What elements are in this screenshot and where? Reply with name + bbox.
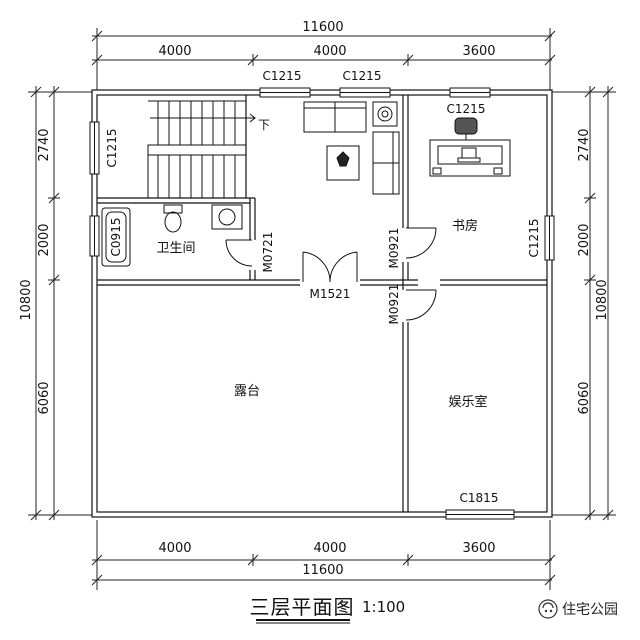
dim-bottom-total: 11600: [302, 563, 343, 578]
code-bath-window: C0915: [109, 218, 123, 257]
code-study-window-right: C1215: [527, 219, 541, 258]
dimension-lines: [28, 28, 616, 590]
walls: [91, 89, 553, 518]
dim-top-total: 11600: [302, 20, 343, 35]
code-main-door: M1521: [310, 287, 351, 301]
code-study-window-top: C1215: [447, 102, 486, 116]
dim-bottom-seg-1: 4000: [158, 541, 191, 556]
dim-left-seg-1: 2740: [37, 128, 52, 161]
code-ent-window-bottom: C1815: [460, 491, 499, 505]
study-desk: [429, 117, 511, 177]
dim-left-seg-2: 2000: [37, 223, 52, 256]
code-bath-door: M0721: [261, 232, 275, 273]
dim-bottom-seg-2: 4000: [313, 541, 346, 556]
living-furniture: [303, 101, 400, 195]
dim-right-seg-2: 2000: [577, 223, 592, 256]
room-bathroom: 卫生间: [156, 241, 195, 256]
room-entertainment: 娱乐室: [448, 394, 487, 410]
plan-scale: 1:100: [362, 598, 405, 616]
staircase: [147, 100, 256, 198]
code-top-window-1: C1215: [263, 69, 302, 83]
dim-left-seg-3: 6060: [37, 381, 52, 414]
room-study: 书房: [452, 218, 478, 234]
room-terrace: 露台: [234, 384, 260, 399]
dim-right-total: 10800: [595, 279, 610, 320]
code-study-door: M0921: [387, 228, 401, 269]
stair-down-label: 下: [258, 118, 270, 132]
dim-right-seg-1: 2740: [577, 128, 592, 161]
dim-top-seg-1: 4000: [158, 44, 191, 59]
dim-top-seg-2: 4000: [313, 44, 346, 59]
wechat-icon: [538, 599, 558, 619]
code-top-window-2: C1215: [343, 69, 382, 83]
plan-title: 三层平面图: [250, 595, 355, 619]
code-stair-window: C1215: [105, 129, 119, 168]
dim-right-seg-3: 6060: [577, 381, 592, 414]
bathroom-fixtures: [101, 204, 243, 267]
dim-top-seg-3: 3600: [462, 44, 495, 59]
dim-left-total: 10800: [19, 279, 34, 320]
code-ent-door: M0921: [387, 284, 401, 325]
dim-bottom-seg-3: 3600: [462, 541, 495, 556]
windows: [89, 87, 555, 520]
watermark-text: 住宅公园: [562, 602, 618, 618]
doors: [225, 227, 437, 321]
